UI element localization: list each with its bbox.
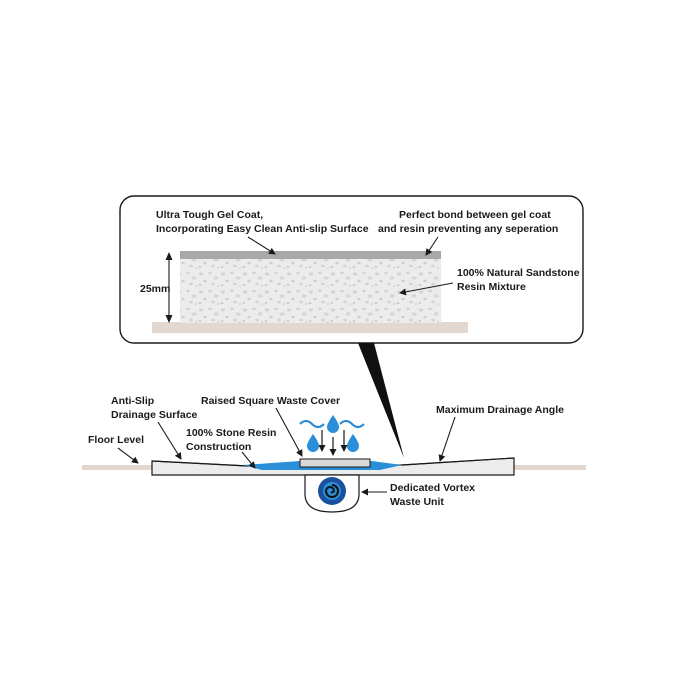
water-wave-right	[339, 419, 365, 429]
floor-line-right	[514, 465, 586, 470]
thickness-label: 25mm	[140, 283, 170, 295]
waste-cover-arrow	[275, 407, 303, 457]
bond-arrow	[425, 236, 439, 256]
sandstone-resin-layer	[180, 257, 441, 323]
stone-resin-arrow	[241, 451, 256, 469]
gel-coat-label-line2: Incorporating Easy Clean Anti-slip Surfa…	[156, 223, 369, 235]
anti-slip-arrow	[157, 421, 182, 460]
dimension-arrow-bottom	[165, 315, 173, 323]
gel-coat-arrow	[247, 236, 276, 255]
drainage-angle-label: Maximum Drainage Angle	[436, 404, 564, 416]
sandstone-label-line1: 100% Natural Sandstone	[457, 267, 580, 279]
anti-slip-label-line2: Drainage Surface	[111, 409, 198, 421]
bond-label-line2: and resin preventing any seperation	[378, 223, 558, 235]
floor-level-label: Floor Level	[88, 434, 144, 446]
stone-resin-label-line1: 100% Stone Resin	[186, 427, 276, 439]
water-drop-icon-3	[347, 434, 359, 452]
sandstone-label-line2: Resin Mixture	[457, 281, 526, 293]
vortex-label-line1: Dedicated Vortex	[390, 482, 475, 494]
drainage-angle-arrow	[438, 416, 456, 462]
callout-base-layer	[152, 322, 468, 333]
sandstone-arrow	[399, 282, 454, 296]
vortex-swirl-icon	[324, 484, 339, 498]
gel-coat-label-line1: Ultra Tough Gel Coat,	[156, 209, 263, 221]
stone-resin-label-line2: Construction	[186, 441, 251, 453]
dimension-arrow-top	[165, 252, 173, 260]
tray-surface	[151, 457, 515, 467]
water-wave-left	[299, 419, 325, 429]
water-drop-icon-2	[327, 415, 339, 433]
anti-slip-label-line1: Anti-Slip	[111, 395, 154, 407]
water-drop-icon-1	[307, 434, 319, 452]
waste-cover	[299, 458, 371, 468]
floor-level-arrow	[117, 447, 139, 464]
waste-cover-label: Raised Square Waste Cover	[201, 395, 340, 407]
callout-pointer	[358, 343, 404, 458]
gel-coat-layer	[180, 251, 441, 259]
magnified-callout: 25mm Ultra Tough Gel Coat, Incorporating…	[119, 195, 584, 458]
vortex-label-line2: Waste Unit	[390, 496, 444, 508]
floor-line-left	[82, 465, 154, 470]
bond-label-line1: Perfect bond between gel coat	[399, 209, 551, 221]
tray-cross-section: Anti-Slip Drainage Surface Floor Level R…	[82, 395, 586, 513]
